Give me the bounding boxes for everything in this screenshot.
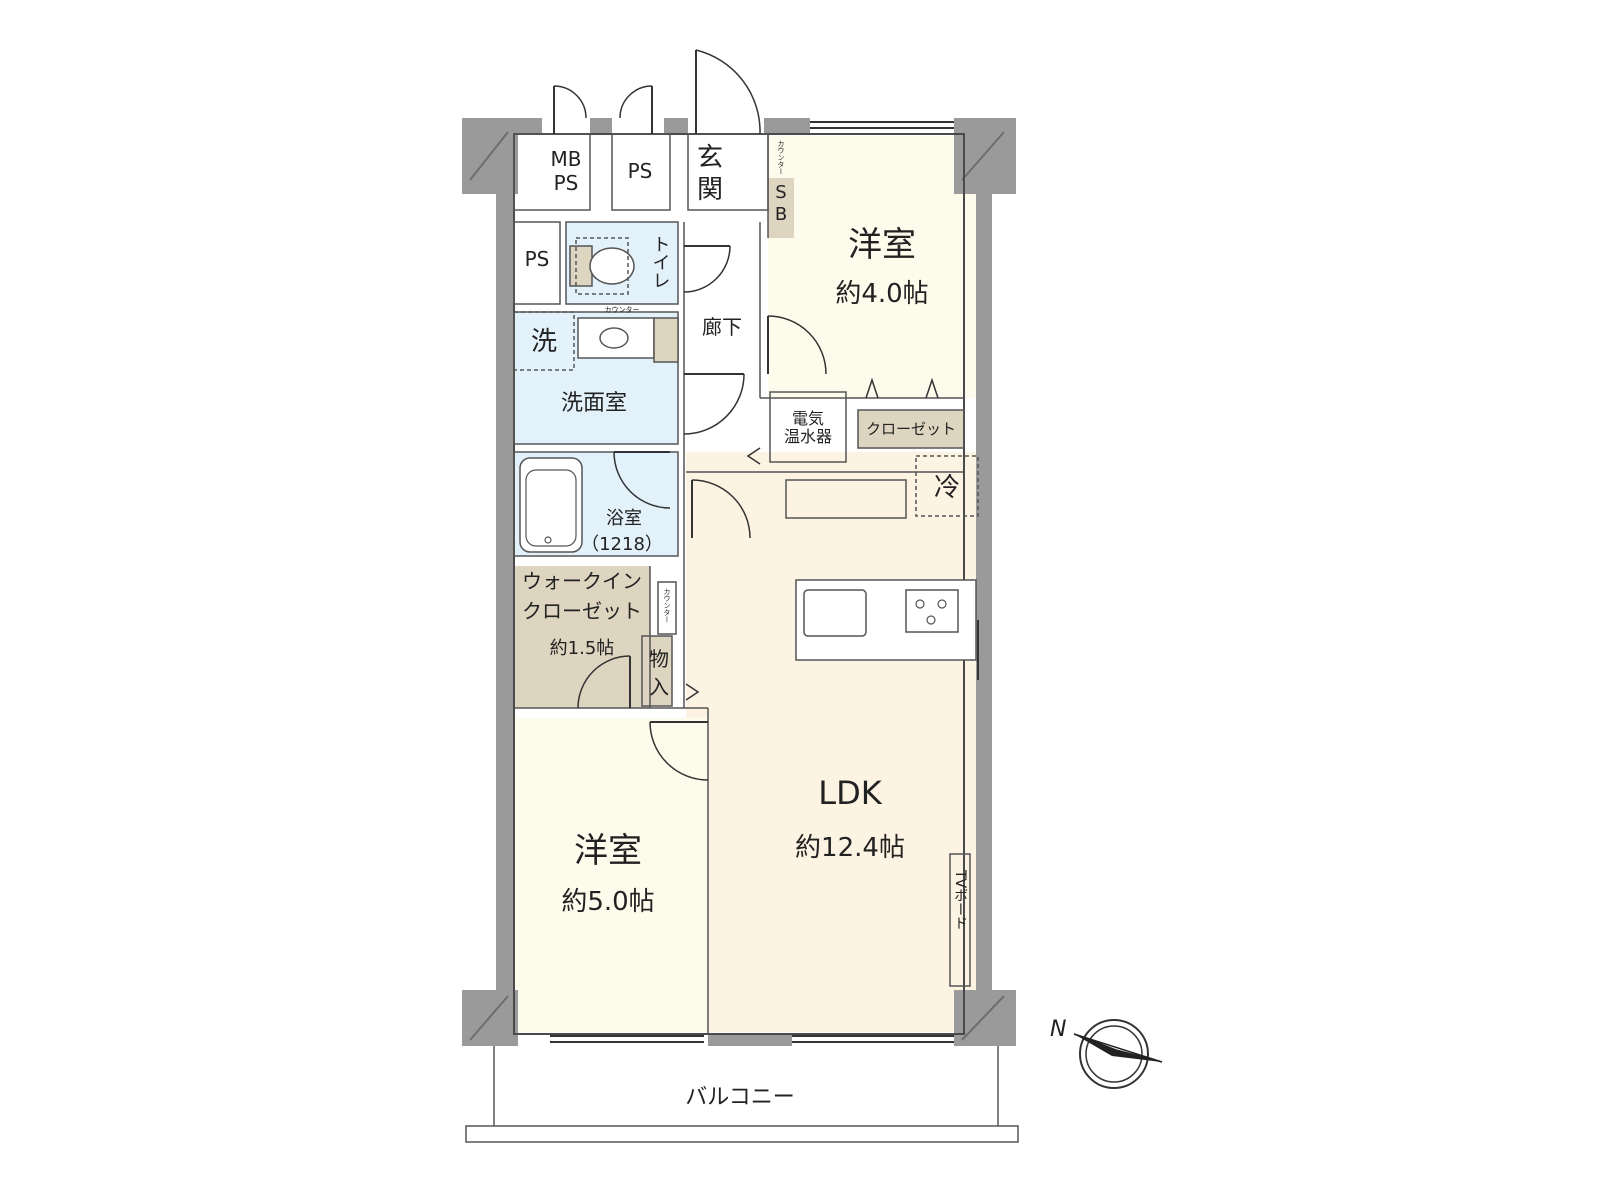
storage-small-label-2: 入 xyxy=(649,675,669,699)
wic-label-1: ウォークイン xyxy=(522,569,642,593)
balcony-floor xyxy=(494,1044,998,1122)
fixtures xyxy=(513,237,979,661)
sb-label-2: B xyxy=(775,204,787,225)
corridor-label: 廊下 xyxy=(702,315,742,339)
ldk-area: 約12.4帖 xyxy=(795,833,905,863)
bathtub-icon xyxy=(519,457,583,553)
ldk-floor xyxy=(686,452,978,1032)
balcony xyxy=(465,1046,1019,1143)
western-room-2-floor xyxy=(514,718,708,1032)
sink-icon xyxy=(577,317,679,363)
storage-small-label-1: 物 xyxy=(649,647,669,671)
closet-label: クローゼット xyxy=(866,420,956,438)
toilet-icon xyxy=(569,237,635,295)
wash-machine-label: 洗 xyxy=(531,327,557,357)
floor-fills xyxy=(494,136,998,1122)
sb-label-1: S xyxy=(775,182,786,203)
counter-label-wic: カウンター xyxy=(663,588,671,623)
washroom-label: 洗面室 xyxy=(561,391,627,416)
walk-in-closet-floor xyxy=(514,566,650,708)
walls xyxy=(462,118,1016,1046)
fridge-icon xyxy=(915,455,979,517)
ps-top-label: PS xyxy=(628,159,653,183)
labels: MB PS PS 玄 関 S B PS トイレ 廊下 洗 洗面室 浴室 （121… xyxy=(522,140,968,1110)
bath-size-label: （1218） xyxy=(581,534,663,555)
kitchen-counter xyxy=(795,579,977,661)
windows xyxy=(550,121,979,1043)
closet-floor xyxy=(858,410,964,448)
western-room-1-name: 洋室 xyxy=(848,225,916,265)
toilet-label: トイレ xyxy=(650,235,671,289)
storage-small-floor xyxy=(642,636,672,706)
bath-name-label: 浴室 xyxy=(606,508,642,529)
tv-board-label: TVボード xyxy=(952,869,968,930)
western-room-2-name: 洋室 xyxy=(574,831,642,871)
wic-area-label: 約1.5帖 xyxy=(550,638,615,659)
counter-label-top: カウンター xyxy=(777,140,785,175)
fridge-label: 冷 xyxy=(934,473,960,503)
washing-machine-icon xyxy=(513,311,575,371)
water-heater-label-2: 温水器 xyxy=(784,427,832,446)
mb-ps-label-1: MB xyxy=(551,147,582,171)
compass-north-label: N xyxy=(1050,1017,1066,1042)
water-heater-label-1: 電気 xyxy=(792,409,824,428)
doors xyxy=(553,49,939,781)
balcony-label: バルコニー xyxy=(685,1085,795,1110)
ldk-name: LDK xyxy=(818,774,882,812)
shoe-box-floor xyxy=(768,178,794,238)
genkan-label-2: 関 xyxy=(697,175,723,205)
genkan-label: 玄 xyxy=(697,143,723,173)
western-room-1-floor xyxy=(768,136,978,398)
mb-ps-label-2: PS xyxy=(554,171,579,195)
wic-label-2: クローゼット xyxy=(522,599,642,623)
compass-icon: N xyxy=(1050,1017,1163,1089)
western-room-1-area: 約4.0帖 xyxy=(835,279,928,309)
ps-left-label: PS xyxy=(525,247,550,271)
counter-label-toilet: カウンター xyxy=(605,305,640,314)
western-room-2-area: 約5.0帖 xyxy=(561,887,654,917)
